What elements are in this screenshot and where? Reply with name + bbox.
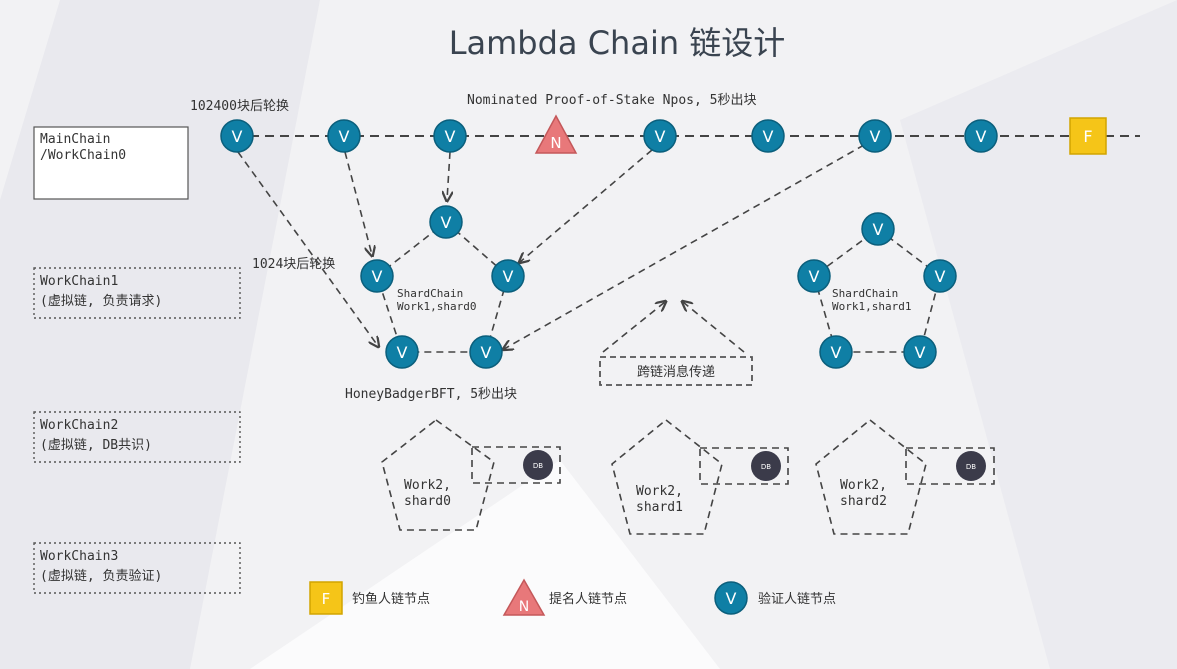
svg-text:V: V	[232, 127, 243, 146]
svg-text:V: V	[831, 343, 842, 362]
svg-text:V: V	[503, 267, 514, 286]
legend-nominator-label: 提名人链节点	[549, 591, 627, 607]
db-shard-label-line2: shard1	[636, 500, 683, 515]
svg-text:V: V	[915, 343, 926, 362]
shardchain-label-line1: ShardChain	[397, 287, 463, 300]
svg-text:V: V	[372, 267, 383, 286]
svg-text:V: V	[655, 127, 666, 146]
nominator-node: N	[534, 114, 578, 154]
validator-node: V	[385, 335, 419, 369]
validator-node: V	[923, 259, 957, 293]
arrow-main-to-shard	[237, 151, 378, 346]
rotation-main-note: 102400块后轮换	[190, 99, 289, 114]
db-shard-1: Work2, shard1	[611, 418, 789, 535]
svg-text:V: V	[441, 213, 452, 232]
cross-chain-arrow	[683, 302, 745, 353]
svg-text:V: V	[870, 127, 881, 146]
validator-node: V	[360, 259, 394, 293]
chain-label-line1: WorkChain1	[40, 274, 118, 289]
chain-label-workchain3: WorkChain3 (虚拟链, 负责验证)	[33, 542, 241, 594]
svg-text:F: F	[322, 590, 331, 608]
chain-label-mainchain: MainChain /WorkChain0	[33, 126, 189, 200]
chain-label-workchain1: WorkChain1 (虚拟链, 负责请求)	[33, 267, 241, 319]
shardchain-label-line1: ShardChain	[832, 287, 898, 300]
validator-node: V	[429, 205, 463, 239]
svg-text:V: V	[873, 220, 884, 239]
validator-node: V	[858, 119, 892, 153]
svg-text:V: V	[763, 127, 774, 146]
validator-node: V	[327, 119, 361, 153]
legend-fisherman-label: 钓鱼人链节点	[352, 591, 430, 607]
cross-chain-box	[599, 356, 753, 386]
cross-chain-arrow	[602, 302, 665, 353]
db-shard-0: Work2, shard0	[381, 418, 561, 531]
arrow-main-to-shard	[504, 144, 865, 349]
arrow-main-to-shard	[520, 149, 653, 262]
validator-node: V	[469, 335, 503, 369]
db-label: DB	[533, 462, 543, 470]
page-title: Lambda Chain 链设计	[449, 24, 786, 62]
legend: F 钓鱼人链节点 N 提名人链节点 V 验证人链节点	[309, 578, 836, 616]
svg-text:F: F	[1083, 127, 1092, 146]
validator-node: V	[903, 335, 937, 369]
db-label: DB	[966, 463, 976, 471]
consensus-shard-note: HoneyBadgerBFT, 5秒出块	[345, 387, 517, 402]
chain-label-line2: /WorkChain0	[40, 148, 126, 163]
validator-node: V	[861, 212, 895, 246]
chain-label-line1: MainChain	[40, 132, 110, 147]
arrow-main-to-shard	[447, 151, 450, 200]
chain-label-line1: WorkChain2	[40, 418, 118, 433]
db-icon: DB	[523, 450, 553, 480]
chain-label-line2: (虚拟链, 负责验证)	[40, 568, 162, 584]
legend-validator-label: 验证人链节点	[758, 591, 836, 607]
legend-validator: V	[714, 581, 748, 615]
svg-text:V: V	[481, 343, 492, 362]
validator-node: V	[643, 119, 677, 153]
svg-text:V: V	[976, 127, 987, 146]
shardchain-label-line2: Work1,shard1	[832, 300, 911, 313]
svg-text:N: N	[519, 599, 529, 615]
legend-fisherman: F 钓鱼人链节点	[309, 581, 430, 615]
shardchain-label-line2: Work1,shard0	[397, 300, 476, 313]
svg-text:V: V	[809, 267, 820, 286]
db-label: DB	[761, 463, 771, 471]
validator-node: V	[751, 119, 785, 153]
svg-text:V: V	[339, 127, 350, 146]
validator-node: V	[491, 259, 525, 293]
legend-nominator: N 提名人链节点	[502, 578, 627, 616]
validator-node: V	[220, 119, 254, 153]
svg-text:N: N	[550, 134, 561, 152]
db-icon: DB	[751, 451, 781, 481]
validator-node: V	[964, 119, 998, 153]
validator-node: V	[819, 335, 853, 369]
cross-chain-label: 跨链消息传递	[637, 364, 715, 380]
db-shard-2: Work2, shard2	[815, 418, 995, 535]
svg-text:V: V	[726, 589, 737, 608]
validator-node: V	[433, 119, 467, 153]
svg-text:V: V	[445, 127, 456, 146]
rotation-shard-note: 1024块后轮换	[252, 257, 335, 272]
chain-label-line2: (虚拟链, DB共识)	[40, 438, 152, 453]
db-shard-label-line2: shard0	[404, 494, 451, 509]
db-shard-label-line1: Work2,	[840, 478, 887, 493]
consensus-main-note: Nominated Proof-of-Stake Npos, 5秒出块	[467, 93, 756, 108]
db-shard-label-line1: Work2,	[404, 478, 451, 493]
svg-text:V: V	[935, 267, 946, 286]
svg-text:V: V	[397, 343, 408, 362]
fisherman-node: F	[1069, 117, 1107, 155]
chain-label-workchain2: WorkChain2 (虚拟链, DB共识)	[33, 411, 241, 463]
db-shard-label-line1: Work2,	[636, 484, 683, 499]
db-icon: DB	[956, 451, 986, 481]
arrow-main-to-shard	[344, 151, 372, 255]
chain-label-line1: WorkChain3	[40, 549, 118, 564]
db-shard-label-line2: shard2	[840, 494, 887, 509]
validator-node: V	[797, 259, 831, 293]
chain-label-line2: (虚拟链, 负责请求)	[40, 294, 162, 309]
